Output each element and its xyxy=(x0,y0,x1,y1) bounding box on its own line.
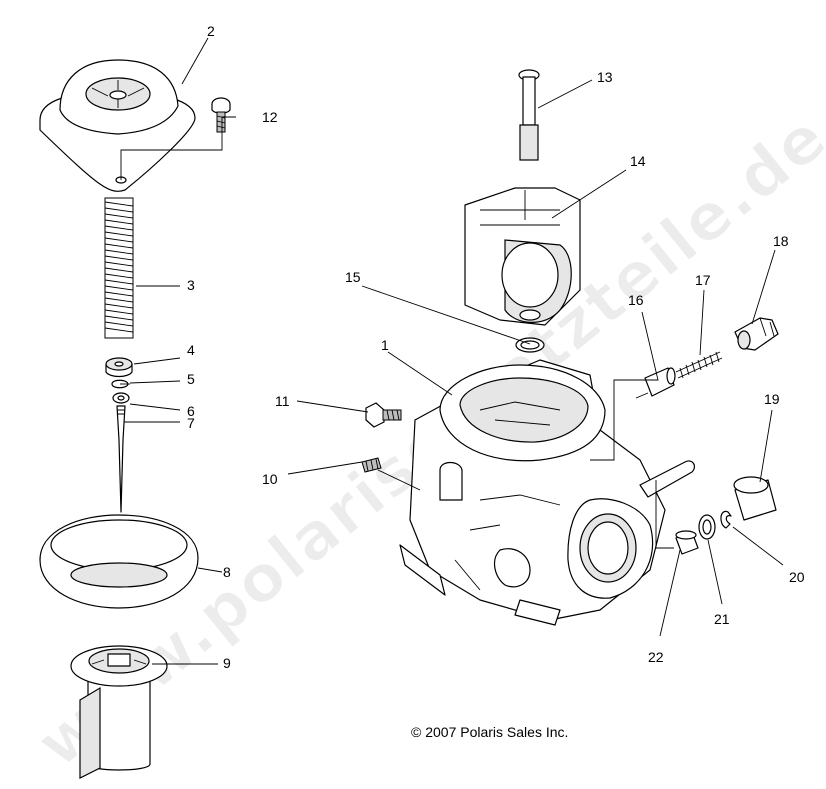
callout-17: 17 xyxy=(695,272,711,288)
callout-12: 12 xyxy=(262,109,278,125)
callout-11: 11 xyxy=(275,393,290,409)
e-clip-part xyxy=(111,379,130,389)
cap-part xyxy=(733,476,777,521)
callout-3: 3 xyxy=(187,277,195,293)
callout-4: 4 xyxy=(187,342,195,358)
washer-part xyxy=(112,392,130,404)
callout-8: 8 xyxy=(223,564,231,580)
callout-7: 7 xyxy=(187,415,195,431)
diaphragm-part xyxy=(39,514,199,609)
copyright-notice: © 2007 Polaris Sales Inc. xyxy=(411,724,568,740)
set-screw-part xyxy=(361,457,382,473)
jet-needle-part xyxy=(116,405,126,513)
screw-part xyxy=(211,97,231,133)
diaphragm-cover-part xyxy=(39,59,196,192)
plunger-part xyxy=(518,69,540,161)
nut-part xyxy=(734,317,779,351)
callout-2: 2 xyxy=(207,23,215,39)
callout-21: 21 xyxy=(714,611,730,627)
spring-part-17 xyxy=(675,351,723,379)
carburetor-body-part xyxy=(399,359,696,626)
callout-5: 5 xyxy=(187,371,195,387)
o-ring-part xyxy=(515,337,545,353)
washer-part-21 xyxy=(698,514,716,540)
callout-20: 20 xyxy=(789,569,805,585)
spring-seat-part xyxy=(105,357,133,378)
callout-13: 13 xyxy=(597,69,613,85)
starter-plunger-part xyxy=(635,367,676,399)
callout-15: 15 xyxy=(345,269,361,285)
bracket-part xyxy=(464,187,581,326)
callout-22: 22 xyxy=(648,649,664,665)
callout-18: 18 xyxy=(773,233,789,249)
callout-numbers: 2 12 3 4 5 6 7 8 9 13 14 15 1 11 10 16 1… xyxy=(187,23,805,671)
callout-1: 1 xyxy=(381,337,389,353)
callout-6: 6 xyxy=(187,403,195,419)
snap-ring-part xyxy=(720,510,732,529)
callout-9: 9 xyxy=(223,655,231,671)
bolt-part xyxy=(365,402,402,428)
callout-10: 10 xyxy=(262,471,278,487)
callout-19: 19 xyxy=(764,391,780,407)
callout-16: 16 xyxy=(628,292,644,308)
vacuum-piston-part xyxy=(70,645,168,779)
spring-part xyxy=(104,197,134,339)
leader-lines xyxy=(120,37,784,665)
callout-14: 14 xyxy=(630,153,646,169)
seal-part xyxy=(675,530,699,555)
